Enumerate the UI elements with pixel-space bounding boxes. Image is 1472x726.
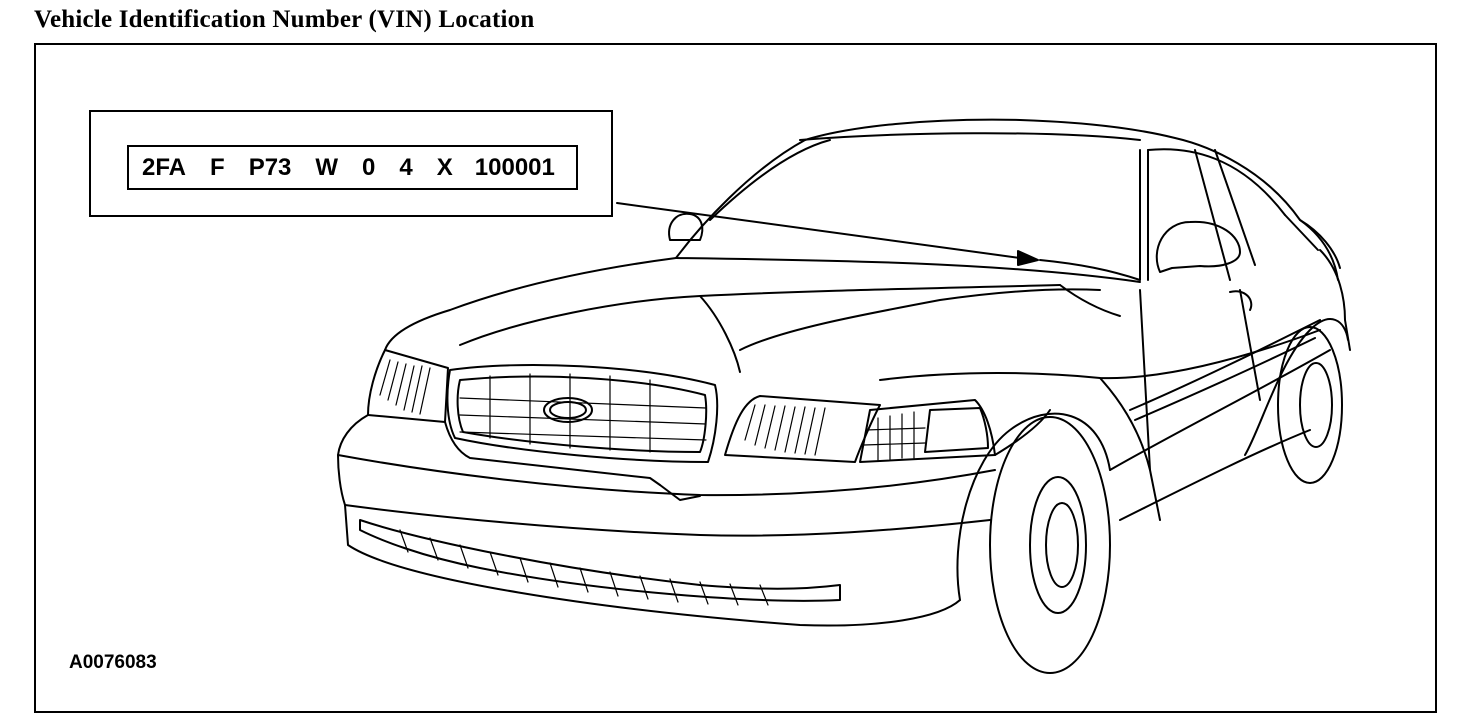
rear-wheel-icon [1244, 318, 1349, 484]
callout-arrow-icon [616, 202, 1039, 266]
car-roof-icon [675, 118, 1341, 281]
front-bumper-icon [337, 414, 996, 627]
vin-plant: X [436, 153, 453, 181]
right-headlight-icon [724, 395, 996, 463]
car-side-body-icon [1099, 219, 1351, 521]
vin-engine: W [315, 153, 339, 181]
vin-check-digit: 0 [362, 153, 376, 181]
vin-wmi: 2FA [142, 153, 187, 181]
figure-reference-code: A0076083 [69, 652, 157, 673]
left-mirror-icon [668, 212, 704, 241]
vin-callout: 2FA F P73 W 0 4 X 100001 [89, 110, 613, 217]
vin-number-box: 2FA F P73 W 0 4 X 100001 [127, 145, 578, 190]
vin-model-year: 4 [399, 153, 413, 181]
car-hood-icon [384, 257, 1141, 373]
vin-serial: 100001 [474, 153, 555, 181]
right-mirror-icon [1155, 220, 1241, 273]
page-title: Vehicle Identification Number (VIN) Loca… [34, 6, 535, 33]
vin-line-series: P73 [248, 153, 292, 181]
front-wheel-icon [956, 412, 1111, 674]
front-grille-icon [446, 364, 719, 463]
diagram-frame [34, 43, 1437, 713]
vin-restraint: F [210, 153, 225, 181]
bumper-vents-icon [399, 529, 769, 606]
left-headlight-icon [367, 349, 449, 423]
